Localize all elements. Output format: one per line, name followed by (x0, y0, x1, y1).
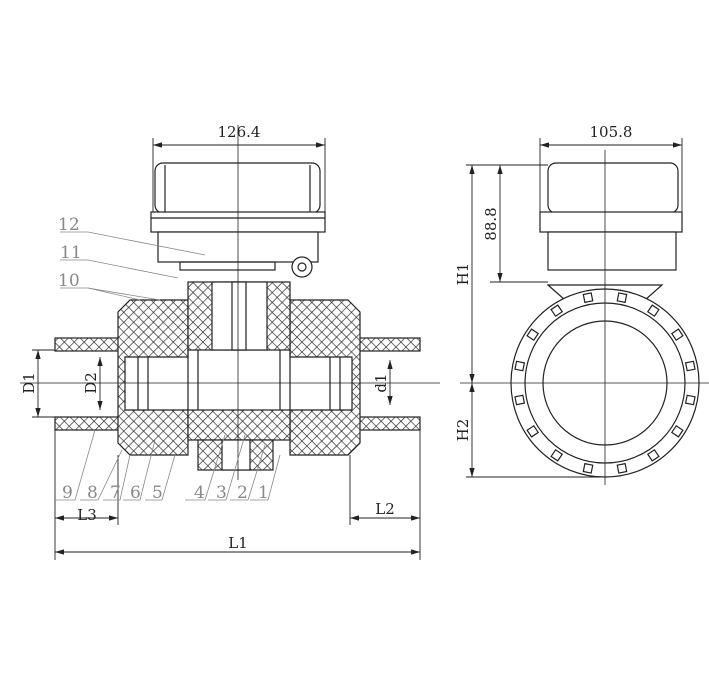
dim-L1: L1 (228, 534, 248, 552)
flange-bolt-slot (616, 292, 628, 304)
dim-L3: L3 (77, 506, 97, 524)
dim-H1: H1 (454, 263, 472, 286)
flange-bolt-slot (646, 448, 660, 462)
part-label-8: 8 (87, 483, 98, 503)
part-label-4: 4 (194, 483, 205, 503)
flange-bolt-slot (670, 424, 684, 438)
actuator-side (539, 162, 683, 301)
part-label-9: 9 (62, 483, 73, 503)
part-label-7: 7 (110, 483, 121, 503)
valve-body-section (20, 125, 440, 480)
leader-lines (55, 231, 281, 501)
flange-bolt-slot (550, 448, 564, 462)
dim-D2: D2 (82, 372, 100, 394)
flange-bolt-slot (526, 328, 540, 342)
dim-front-width: 126.4 (218, 123, 261, 141)
flange-bolt-slot (582, 292, 594, 304)
flange-bolt-slot (514, 360, 526, 372)
part-label-2: 2 (237, 483, 248, 503)
dim-L2: L2 (375, 500, 395, 518)
dimension-lines (32, 138, 683, 560)
part-label-11: 11 (60, 243, 82, 263)
flange-side (460, 150, 709, 485)
part-label-6: 6 (130, 483, 141, 503)
part-label-10: 10 (58, 271, 80, 291)
flange-bolt-slot (684, 394, 696, 406)
part-label-1: 1 (258, 483, 269, 503)
part-label-3: 3 (216, 483, 227, 503)
flange-bolt-slot (646, 304, 660, 318)
dim-actuator-height: 88.8 (482, 207, 500, 240)
dim-side-width: 105.8 (590, 123, 633, 141)
dim-d1: d1 (372, 373, 390, 392)
flange-bolt-slot (526, 424, 540, 438)
part-label-12: 12 (58, 215, 80, 235)
flange-bolt-slot (550, 304, 564, 318)
flange-bolt-slot (582, 462, 594, 474)
part-labels: 1 2 3 4 5 6 7 8 9 10 11 12 (58, 215, 269, 503)
flange-bolt-slot (684, 360, 696, 372)
part-label-5: 5 (152, 483, 163, 503)
flange-bolt-slot (616, 462, 628, 474)
flange-bolt-slot (670, 328, 684, 342)
flange-bolt-slot (514, 394, 526, 406)
dimension-labels: 126.4 105.8 88.8 H1 H2 D1 D2 d1 L1 L2 L3 (20, 123, 632, 552)
dim-H2: H2 (454, 419, 472, 442)
dim-D1: D1 (20, 372, 38, 394)
